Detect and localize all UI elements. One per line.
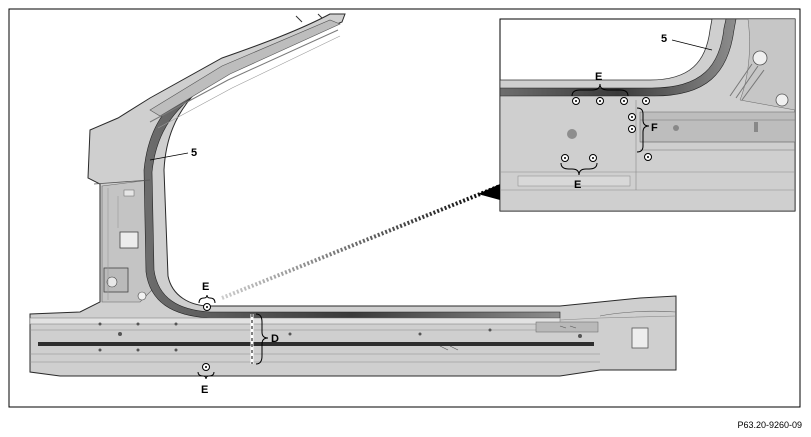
main-pillar-leader [149, 152, 189, 161]
detail-bottom-weld-callout: E [574, 179, 581, 191]
detail-view: 5 E F E [499, 18, 796, 212]
sill-holes [98, 322, 582, 352]
zoom-leader [221, 184, 501, 300]
section-bracket [255, 313, 269, 365]
detail-side-weld-callout: F [651, 122, 658, 134]
main-section-callout: D [271, 333, 279, 345]
detail-top-weld-callout: E [595, 71, 602, 83]
roof-rail [149, 19, 341, 117]
main-view: 5 E E D [29, 13, 677, 396]
main-bottom-weld-callout: E [201, 384, 208, 396]
figure-frame [8, 8, 801, 408]
main-top-weld-callout: E [202, 281, 209, 293]
figure-reference-code: P63.20-9260-09 [737, 420, 802, 430]
detail-pillar-callout: 5 [661, 33, 667, 45]
main-pillar-callout: 5 [191, 147, 197, 159]
